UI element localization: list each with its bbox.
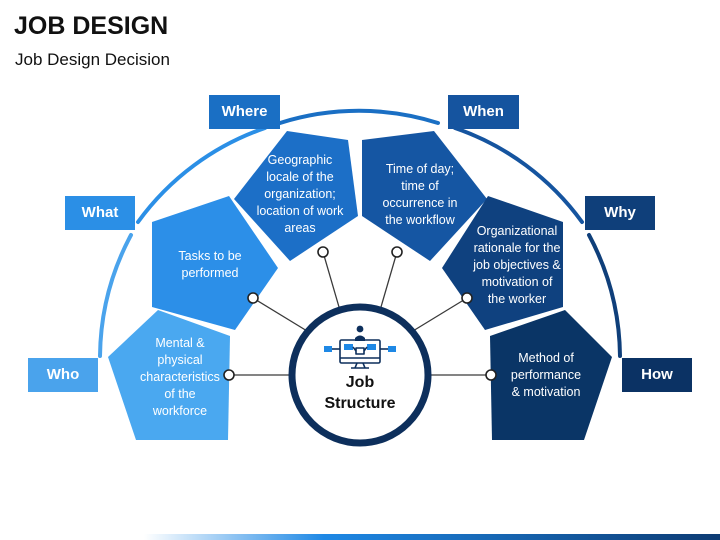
arc-what bbox=[136, 126, 267, 224]
segment-what bbox=[152, 196, 278, 330]
segment-how bbox=[490, 310, 612, 440]
workflow-monitor-icon bbox=[324, 325, 396, 369]
connector-what bbox=[252, 297, 313, 335]
segment-who-text: Mental & physical characteristics of the… bbox=[140, 335, 220, 418]
segment-what-text: Tasks to be performed bbox=[178, 249, 242, 280]
arc-who bbox=[98, 233, 133, 358]
outer-arc bbox=[98, 108, 622, 358]
arc-when bbox=[453, 126, 584, 224]
segment-who bbox=[108, 310, 230, 440]
question-what-label: What bbox=[65, 196, 135, 230]
segment-where bbox=[234, 131, 358, 261]
segment-how-text: Method of performance & motivation bbox=[510, 350, 582, 399]
arc-where bbox=[278, 108, 440, 125]
segment-when-text: Time of day; time of occurrence in the w… bbox=[382, 162, 458, 227]
page-subtitle: Job Design Decision bbox=[15, 50, 170, 69]
center-label: Job Structure bbox=[324, 374, 396, 412]
footer-accent-bar bbox=[0, 534, 720, 540]
segment-when bbox=[362, 131, 487, 261]
connector-dots bbox=[223, 246, 497, 381]
segment-why-text: Organizational rationale for the job obj… bbox=[473, 223, 561, 306]
connector-when bbox=[380, 251, 398, 308]
page-title: JOB DESIGN bbox=[14, 12, 169, 40]
connector-where bbox=[322, 251, 340, 308]
dot-how bbox=[485, 369, 497, 381]
connector-why bbox=[407, 297, 468, 335]
dot-what bbox=[247, 292, 259, 304]
connectors bbox=[229, 251, 491, 376]
question-how-label: How bbox=[622, 358, 692, 392]
arc-why bbox=[587, 233, 622, 358]
question-why-label: Why bbox=[585, 196, 655, 230]
dot-when bbox=[391, 246, 403, 258]
dot-where bbox=[317, 246, 329, 258]
question-where-label: Where bbox=[209, 95, 280, 129]
question-who-label: Who bbox=[28, 358, 98, 392]
segment-where-text: Geographic locale of the organization; l… bbox=[256, 152, 344, 235]
center-circle bbox=[288, 303, 432, 447]
dot-who bbox=[223, 369, 235, 381]
question-when-label: When bbox=[448, 95, 519, 129]
dot-why bbox=[461, 292, 473, 304]
